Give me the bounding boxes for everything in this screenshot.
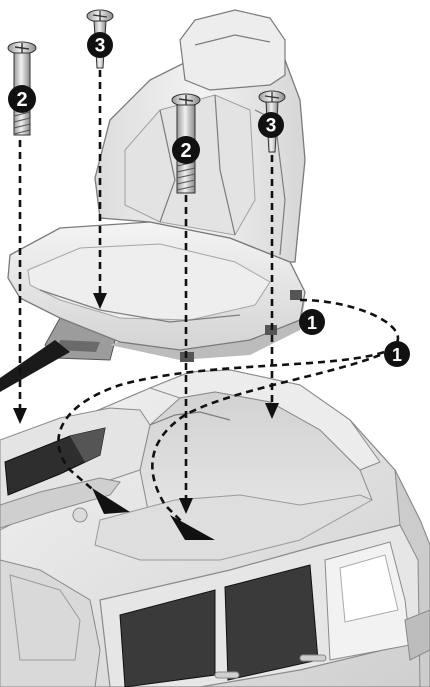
step-callout-1-lower: 1 — [384, 341, 410, 367]
step-number-label: 2 — [16, 89, 27, 111]
step-callout-3-right: 3 — [258, 112, 284, 138]
step-callout-2-left: 2 — [8, 85, 36, 113]
seat-icon — [0, 10, 305, 392]
step-callout-1-upper: 1 — [299, 309, 325, 335]
step-number-label: 1 — [307, 313, 317, 333]
step-number-label: 3 — [95, 36, 106, 57]
step-number-label: 1 — [392, 345, 402, 365]
step-number-label: 3 — [266, 116, 277, 137]
step-callout-3-left: 3 — [87, 32, 113, 58]
step-callout-2-center: 2 — [172, 136, 200, 164]
vehicle-body-icon — [0, 370, 430, 687]
step-number-label: 2 — [180, 140, 191, 162]
